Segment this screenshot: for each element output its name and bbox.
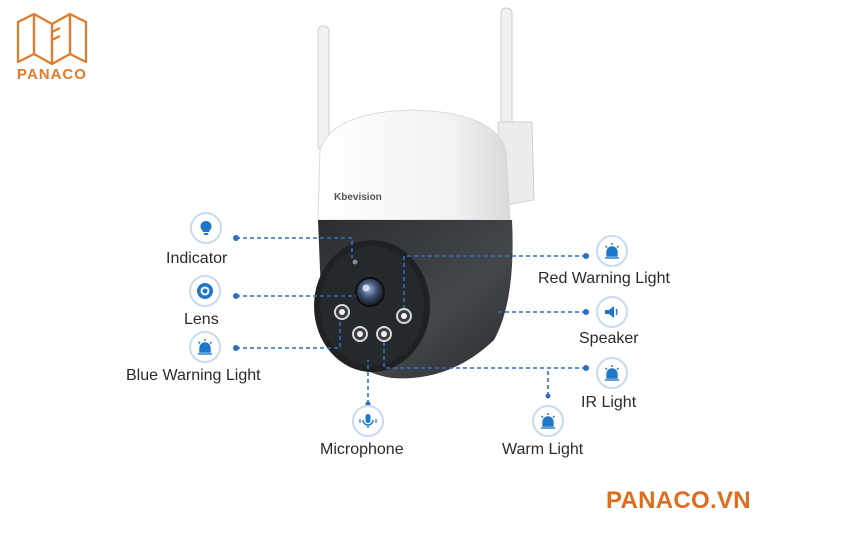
bulb-icon <box>200 221 212 235</box>
warm-light-bubble <box>532 405 564 437</box>
lens-label: Lens <box>184 311 219 328</box>
ir-light-icon <box>605 365 619 381</box>
lens-icon <box>197 283 213 299</box>
ir-light-bubble <box>596 357 628 389</box>
ir-light-label: IR Light <box>581 394 637 411</box>
warning-light-icon <box>198 339 212 355</box>
logo-text: PANACO <box>17 66 87 83</box>
microphone-icon <box>359 414 377 428</box>
indicator-dot <box>352 259 358 265</box>
camera-lens <box>355 277 385 307</box>
microphone-label: Microphone <box>320 441 404 458</box>
speaker-label: Speaker <box>579 330 639 347</box>
indicator-bubble <box>190 212 222 244</box>
antenna-left <box>317 25 330 152</box>
red-warning-light-label: Red Warning Light <box>538 270 670 287</box>
camera-dome <box>317 109 511 221</box>
leader-end-dots <box>233 235 589 407</box>
blue-warning-light-label: Blue Warning Light <box>126 367 261 384</box>
camera-brand-text: Kbevision <box>334 192 382 203</box>
speaker-icon <box>605 306 618 318</box>
warm-light-icon <box>541 413 555 429</box>
panaco-logo-icon <box>16 12 88 66</box>
lens-bubble <box>189 275 221 307</box>
indicator-label: Indicator <box>166 250 228 267</box>
microphone-bubble <box>352 405 384 437</box>
blue-warning-light-bubble <box>189 331 221 363</box>
red-warning-light-bubble <box>596 235 628 267</box>
speaker-bubble <box>596 296 628 328</box>
footer-brand-text: PANACO.VN <box>606 487 751 514</box>
leader-lines <box>236 237 586 404</box>
warning-light-icon <box>605 243 619 259</box>
led-group <box>334 304 412 342</box>
warm-light-label: Warm Light <box>502 441 584 458</box>
